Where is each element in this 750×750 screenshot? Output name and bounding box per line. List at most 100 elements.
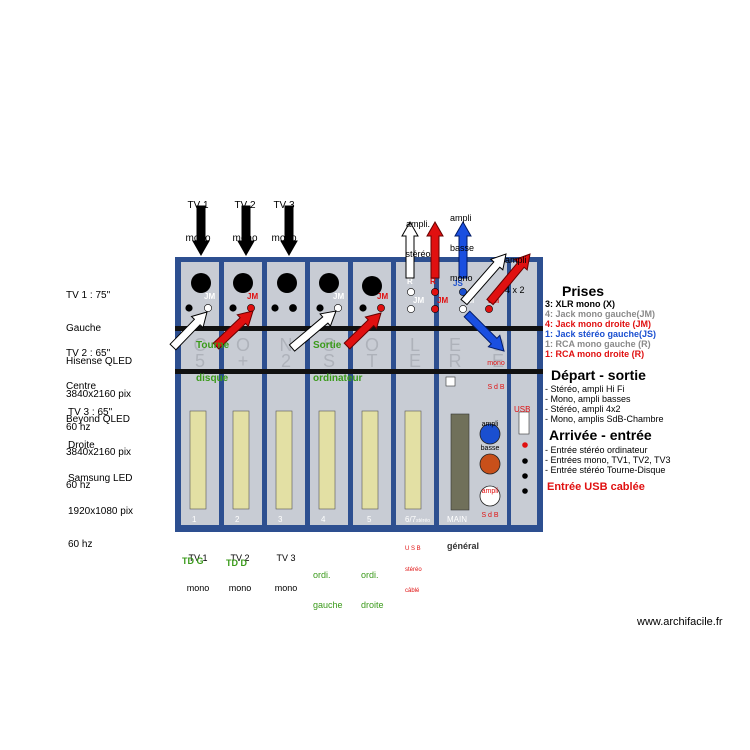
output-jack-3 [431,288,439,296]
bottom-label-5: ordi. droite [361,550,384,630]
arrow-ampli-stereo [401,220,419,279]
fader-slot-2 [232,410,250,510]
knob-white [479,485,501,507]
channel-strip-8 [511,262,537,525]
channel-strip-7 [439,262,507,525]
strip-number-main: MAIN [447,515,467,524]
ghost-letter-bottom-6: E [409,351,421,371]
label-usb-strip: USB [514,405,531,414]
xlr-socket-1 [191,273,211,293]
output-jack-label-5: JS [453,279,463,288]
label-knob-ampli-sdb-0: ampli [481,488,499,495]
jack-right-4 [334,304,342,312]
main-fader [450,413,470,511]
prise-item-4: 1: RCA mono gauche (R) [545,339,651,349]
depart-item-3: - Mono, amplis SdB-Chambre [545,414,664,424]
label-mono-sdb-0: mono [487,360,505,367]
prise-item-0: 3: XLR mono (X) [545,299,615,309]
knob-ampli-basse [479,423,501,445]
tv3-spec-4: 60 hz [68,539,93,550]
depart-title: Départ - sortie [551,367,646,383]
tv3-spec-2: Samsung LED [68,473,133,484]
bottom-label-general: général [447,541,480,551]
jm-label-strip-3: JM [333,292,344,301]
arrow-input-tv3 [280,205,298,257]
tv2-spec-0: TV 2 : 65" [66,348,111,359]
bottom-label-5-line1: ordi. [361,570,379,580]
label-knob-ampli-sdb-1: S d B [481,512,499,519]
jack-right-1 [204,304,212,312]
label-sortie-ordinateur: Sortie ordinateur [313,318,362,406]
tv1-spec-3: 3840x2160 pix [66,389,132,400]
bottom-label-usb-2: câblé [405,588,420,594]
label-knob-ampli-sdb: ampli S d B [478,472,502,536]
bottom-label-1-line1: TV 1 [188,553,208,563]
bottom-label-2: TV 2 mono [220,533,260,613]
label-sortie-ordinateur-0: Sortie [313,340,342,351]
label-mono-sdb-1: S d B [487,384,505,391]
arrow-input-tv2 [237,205,255,257]
fader-slot-4 [318,410,336,510]
divider-bar-bottom [175,369,543,374]
ghost-letter-bottom-5: T [367,351,378,371]
usb-strip-dot-1 [522,442,528,448]
label-ampli-stereo: ampli. stéréo [398,199,438,279]
strip-number-5: 5 [367,515,372,524]
usb-entry-title: Entrée USB cablée [547,481,645,493]
arrow-ampli-basse [454,220,472,279]
bottom-label-3-line1: TV 3 [276,553,296,563]
bottom-label-1: TV 1 mono [178,533,218,613]
prise-item-3: 1: Jack stéréo gauche(JS) [545,329,657,339]
fader-slot-6 [404,410,422,510]
top-input-tv3-line1: TV 3 [273,200,295,211]
strip-number-2: 2 [235,515,240,524]
label-sortie-ordinateur-1: ordinateur [313,373,363,384]
label-knob-ampli-basse-1: basse [480,445,500,452]
bottom-label-5-line2: droite [361,600,384,610]
strip-number-3: 3 [278,515,283,524]
ghost-letter-top-3: N [280,335,293,355]
tv2-specs: TV 2 : 65" Centre Beyond QLED 3840x2160 … [66,326,131,513]
bottom-label-usb: U S B stéréo câblé [405,532,422,609]
depart-item-0: - Stéréo, ampli Hi Fi [545,384,625,394]
tv1-spec-2: Hisense QLED [66,356,133,367]
top-input-tv2-line1: TV 2 [234,200,256,211]
bottom-label-2-line1: TV 2 [230,553,250,563]
prise-item-1: 4: Jack mono gauche(JM) [545,309,656,319]
output-jack-4 [431,305,439,313]
output-jack-5 [459,288,467,296]
label-ampli-stereo-0: ampli. [405,219,430,229]
usb-strip-dot-3 [522,473,528,479]
bottom-label-usb-1: stéréo [405,567,422,573]
arrow-ampli-4x2-left [460,253,507,306]
jack-left-5 [359,304,367,312]
ghost-letter-top-7: E [449,335,461,355]
output-jack-label-1: R [407,277,413,286]
strip-number-6-7-text: 6/7 [405,515,417,524]
jm-label-strip-4: JM [377,292,388,301]
fader-slot-1 [189,410,207,510]
bottom-label-4-line2: gauche [313,600,343,610]
xlr-socket-4 [319,273,339,293]
bottom-label-3-line2: mono [274,583,298,593]
output-jack-7 [485,305,493,313]
depart-item-2: - Stéréo, ampli 4x2 [545,404,621,414]
ghost-letter-top-6: L [410,335,420,355]
bottom-label-1-line2: mono [186,583,210,593]
ghost-letter-bottom-2: + [238,351,249,371]
prises-title: Prises [562,283,605,299]
ghost-letter-bottom-3: 2 [281,351,291,371]
label-ampli-stereo-1: stéréo [405,249,431,259]
bottom-label-4: ordi. gauche [313,550,343,630]
prise-item-2: 4: Jack mono droite (JM) [545,319,652,329]
jm-label-strip-2: JM [247,292,258,301]
ghost-letter-bottom-7: R [449,351,462,371]
label-ampli-basse: ampli basse mono [450,193,474,303]
label-ampli-4x2-1: 4 x 2 [505,285,525,295]
top-input-tv2: TV 2 mono [225,178,265,266]
arrow-ampli-4x2-right [486,253,531,306]
bottom-label-2-line2: mono [228,583,252,593]
ghost-letter-bottom-8: E [492,351,504,371]
xlr-socket-2 [233,273,253,293]
